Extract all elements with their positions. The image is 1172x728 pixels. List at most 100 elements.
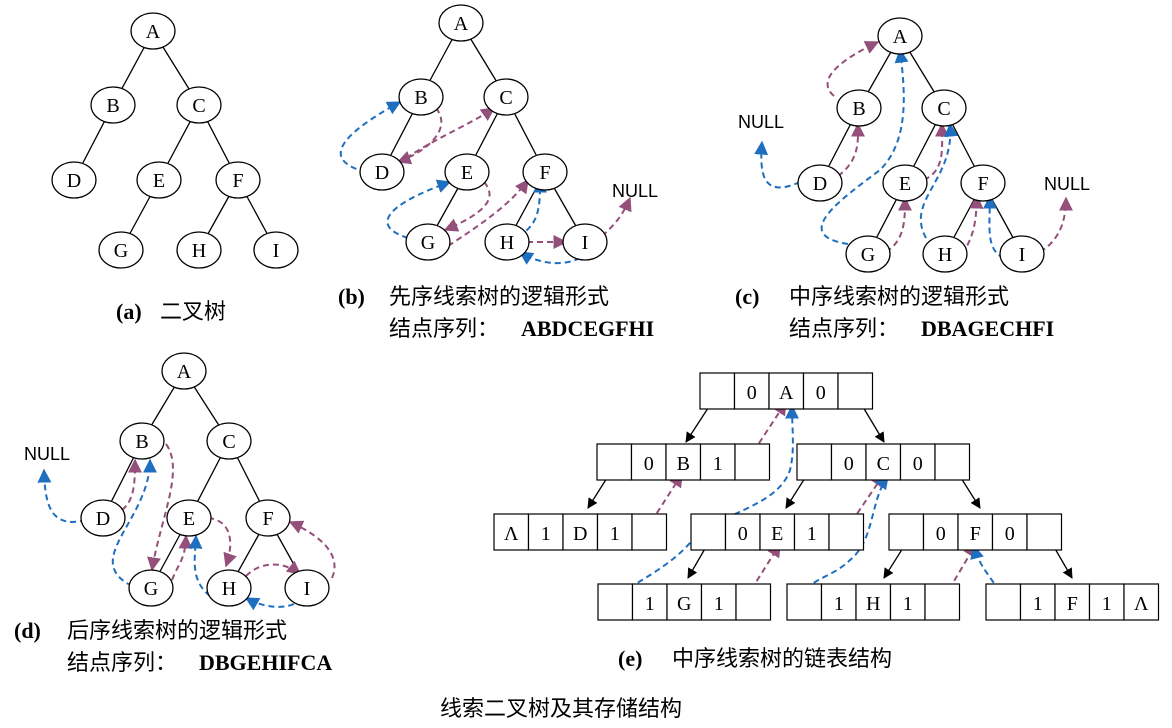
tree-node-c-E: E [882, 164, 928, 202]
tree-node-label: I [582, 232, 589, 254]
tree-node-b-B: B [398, 78, 444, 116]
tree-node-d-G: G [128, 569, 174, 607]
tree-node-label: F [262, 508, 273, 530]
list-cell [666, 583, 703, 621]
tree-node-d-C: C [206, 422, 252, 460]
list-cell [796, 443, 833, 481]
list-cell [786, 583, 823, 621]
list-cell-value: B [677, 453, 690, 475]
list-cell [934, 443, 971, 481]
tree-node-c-C: C [921, 89, 967, 127]
tree-node-label: B [135, 431, 148, 453]
tree-node-b-E: E [444, 153, 490, 191]
tree-node-label: B [852, 98, 865, 120]
tree-node-a-F: F [215, 161, 261, 199]
tree-node-c-H: H [922, 235, 968, 273]
tree-node-label: E [899, 173, 911, 195]
list-cell-value: 1 [1033, 593, 1043, 615]
list-cell [665, 443, 702, 481]
list-cell [759, 513, 796, 551]
list-cell-value: 0 [738, 523, 748, 545]
tree-node-label: H [222, 578, 236, 600]
list-cell [899, 443, 936, 481]
tree-node-d-F: F [245, 499, 291, 537]
list-cell-value: D [573, 523, 587, 545]
tree-node-a-G: G [98, 231, 144, 269]
tree-node-a-B: B [90, 86, 136, 124]
tree-node-c-F: F [960, 164, 1006, 202]
list-cell-value: 1 [714, 593, 724, 615]
list-cell-value: Λ [1134, 593, 1149, 615]
list-cell-value: 0 [816, 382, 826, 404]
caption-c-seq-label: 结点序列： [789, 316, 899, 341]
caption-d-seq-label: 结点序列： [67, 650, 177, 675]
list-cell-value: 0 [1005, 523, 1015, 545]
caption-e-tag: (e) [618, 646, 642, 671]
tree-node-label: C [192, 95, 205, 117]
list-cell-value: 1 [645, 593, 655, 615]
tree-node-c-B: B [836, 89, 882, 127]
list-cell-value: 1 [1102, 593, 1112, 615]
list-cell-value: 1 [610, 523, 620, 545]
tree-node-b-A: A [438, 4, 484, 42]
tree-node-label: A [893, 26, 908, 48]
list-cell [957, 513, 994, 551]
list-cell-value: 1 [903, 593, 913, 615]
list-cell-value: H [866, 593, 880, 615]
link-structure [587, 400, 1073, 601]
tree-node-label: H [192, 240, 206, 262]
list-cell [1054, 583, 1091, 621]
tree-node-c-G: G [845, 235, 891, 273]
tree-node-c-A: A [877, 17, 923, 55]
tree-node-label: G [861, 244, 875, 266]
tree-node-label: E [183, 508, 195, 530]
tree-node-label: I [1019, 244, 1026, 266]
tree-node-label: A [146, 21, 161, 43]
tree-node-b-G: G [405, 223, 451, 261]
list-cell [855, 583, 892, 621]
caption-c-seq: DBAGECHFI [921, 316, 1054, 341]
list-cell [690, 513, 727, 551]
tree-node-c-D: D [797, 164, 843, 202]
tree-node-label: B [414, 87, 427, 109]
tree-node-b-H: H [484, 223, 530, 261]
list-cell [922, 513, 959, 551]
caption-b-seq-label: 结点序列： [389, 316, 499, 341]
list-cell [630, 443, 667, 481]
caption-d-tag: (d) [14, 618, 41, 643]
list-cell [768, 372, 805, 410]
list-cell-value: 1 [834, 593, 844, 615]
tree-node-a-E: E [136, 161, 182, 199]
caption-b-seq: ABDCEGFHI [521, 316, 654, 341]
tree-node-d-H: H [206, 569, 252, 607]
list-cell [1026, 513, 1063, 551]
tree-node-b-D: D [359, 153, 405, 191]
figure-title: 线索二叉树及其存储结构 [440, 696, 682, 721]
list-cell [631, 583, 668, 621]
caption-b-tag: (b) [338, 284, 365, 309]
list-cell [700, 583, 737, 621]
tree-node-label: F [539, 162, 550, 184]
list-cell-value: E [771, 523, 783, 545]
tree-node-b-I: I [562, 223, 608, 261]
tree-node-d-A: A [161, 352, 207, 390]
list-cell-value: 1 [807, 523, 817, 545]
caption-c: 中序线索树的逻辑形式 [789, 284, 1009, 309]
tree-node-label: E [153, 170, 165, 192]
list-cell [733, 372, 770, 410]
tree-node-a-I: I [253, 231, 299, 269]
list-cell [888, 513, 925, 551]
list-cell-value: 1 [541, 523, 551, 545]
tree-node-a-D: D [51, 161, 97, 199]
tree-node-label: D [813, 173, 827, 195]
tree-node-label: G [144, 578, 158, 600]
tree-node-label: A [454, 13, 469, 35]
list-cell [802, 372, 839, 410]
tree-node-d-B: B [119, 422, 165, 460]
tree-node-label: E [461, 162, 473, 184]
caption-e: 中序线索树的链表结构 [672, 646, 892, 671]
